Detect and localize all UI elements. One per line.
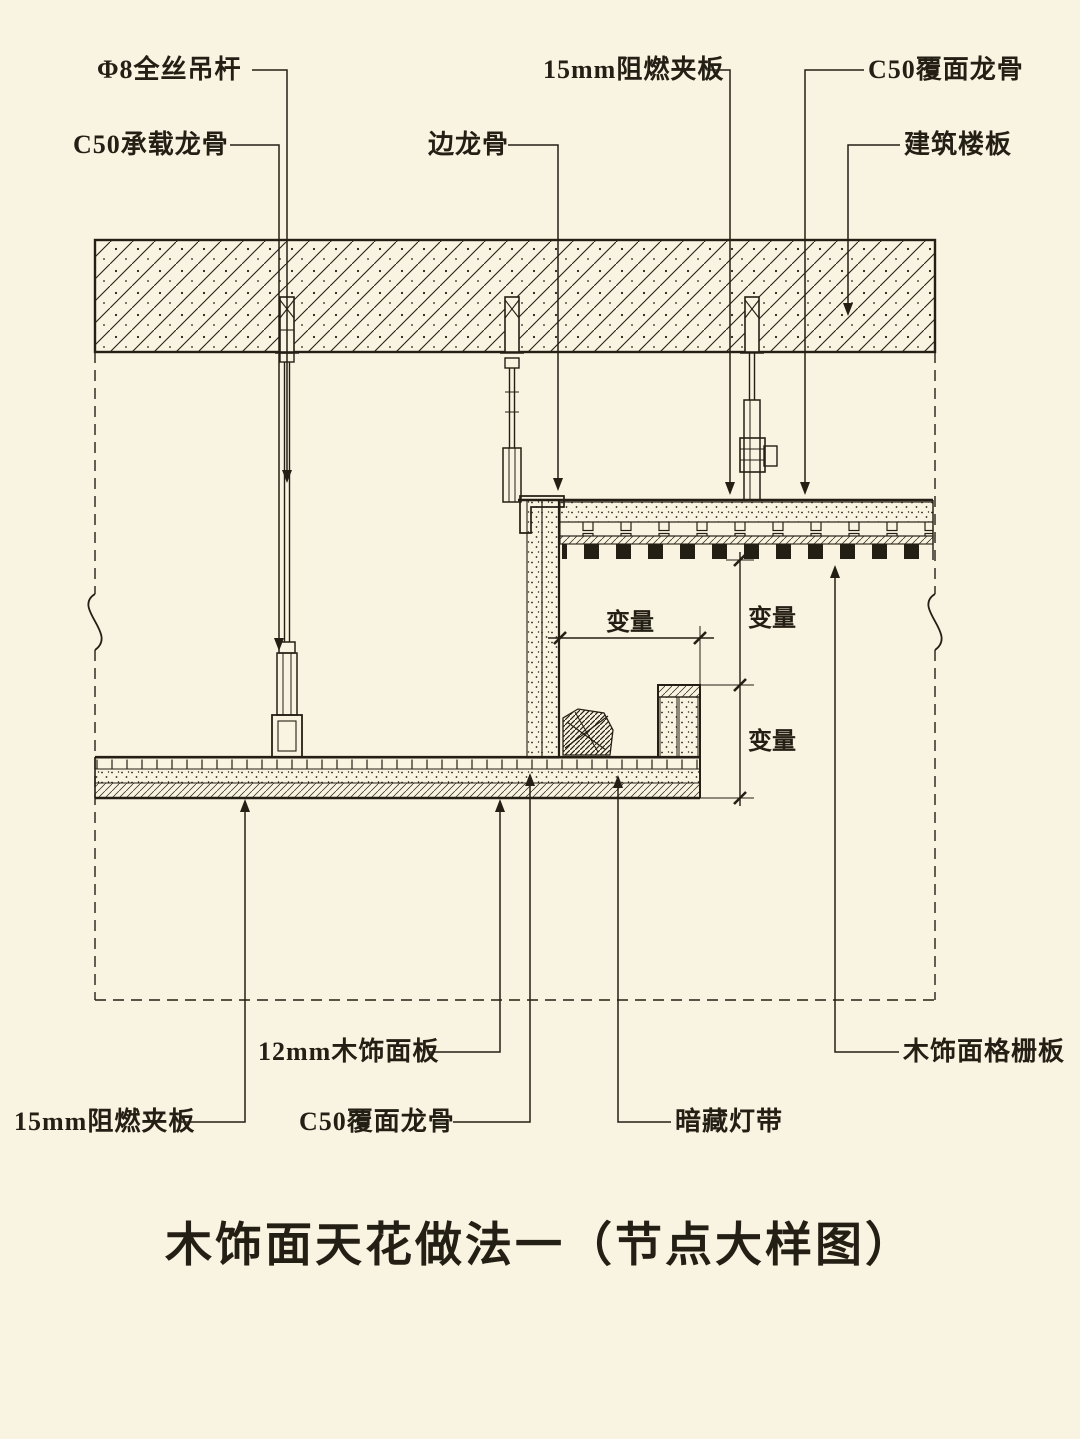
leader-edge-keel [508, 144, 559, 478]
leader-floor-slab [847, 144, 900, 303]
break-symbol-right [927, 593, 943, 651]
leader-fire-plywood-bottom [178, 812, 246, 1123]
leader-concealed-light [617, 788, 671, 1123]
vertical-step-panel [526, 499, 561, 759]
callout-fire-plywood-bottom: 15mm阻燃夹板 [14, 1107, 196, 1136]
leader-arrowheads [240, 303, 853, 812]
leader-wood-panel [428, 812, 501, 1053]
break-symbol-left [87, 593, 103, 651]
callout-cover-keel-bottom: C50覆面龙骨 [299, 1107, 455, 1136]
upper-ceiling-assembly [518, 498, 934, 560]
leader-cover-keel-bottom [453, 786, 531, 1123]
callout-wood-grille: 木饰面格栅板 [903, 1037, 1066, 1066]
callout-fire-plywood-top: 15mm阻燃夹板 [543, 55, 725, 84]
hanger-rod-right [739, 296, 778, 501]
callout-cover-keel-top: C50覆面龙骨 [868, 55, 1024, 84]
leader-hanger-rod [252, 69, 288, 470]
cover-keel-layer-lower [94, 757, 701, 770]
hanger-rod-middle [500, 296, 524, 503]
concealed-light-strip [562, 708, 614, 756]
dim-label-upper-height: 变量 [748, 606, 796, 632]
callout-wood-panel: 12mm木饰面板 [258, 1037, 440, 1066]
callout-floor-slab: 建筑楼板 [904, 130, 1013, 159]
fire-plywood-layer-upper [559, 501, 934, 523]
leader-wood-grille [834, 578, 899, 1053]
callout-hanger-rod: Φ8全丝吊杆 [97, 55, 242, 84]
leader-lines [178, 69, 900, 1123]
cover-keel-layer-upper [559, 521, 934, 537]
fire-plywood-layer-lower [94, 768, 701, 784]
drawing-boundary [87, 352, 943, 1001]
callout-load-keel: C50承载龙骨 [73, 130, 229, 159]
wood-grille-teeth [562, 544, 933, 560]
drawing-title: 木饰面天花做法一（节点大样图） [165, 1220, 915, 1272]
dimension-lines [548, 552, 754, 806]
callout-edge-keel: 边龙骨 [428, 130, 510, 159]
dim-label-cove-width: 变量 [606, 610, 654, 636]
leader-cover-keel-top [804, 69, 864, 482]
wood-veneer-layer [94, 782, 701, 799]
cove-upstand-lip [657, 684, 701, 798]
leader-load-keel [230, 144, 280, 638]
dim-label-lower-height: 变量 [748, 729, 796, 755]
leader-fire-plywood-top [707, 69, 731, 482]
lower-ceiling-assembly [94, 755, 701, 800]
callout-concealed-light: 暗藏灯带 [675, 1107, 784, 1136]
dim-tick [553, 631, 567, 645]
